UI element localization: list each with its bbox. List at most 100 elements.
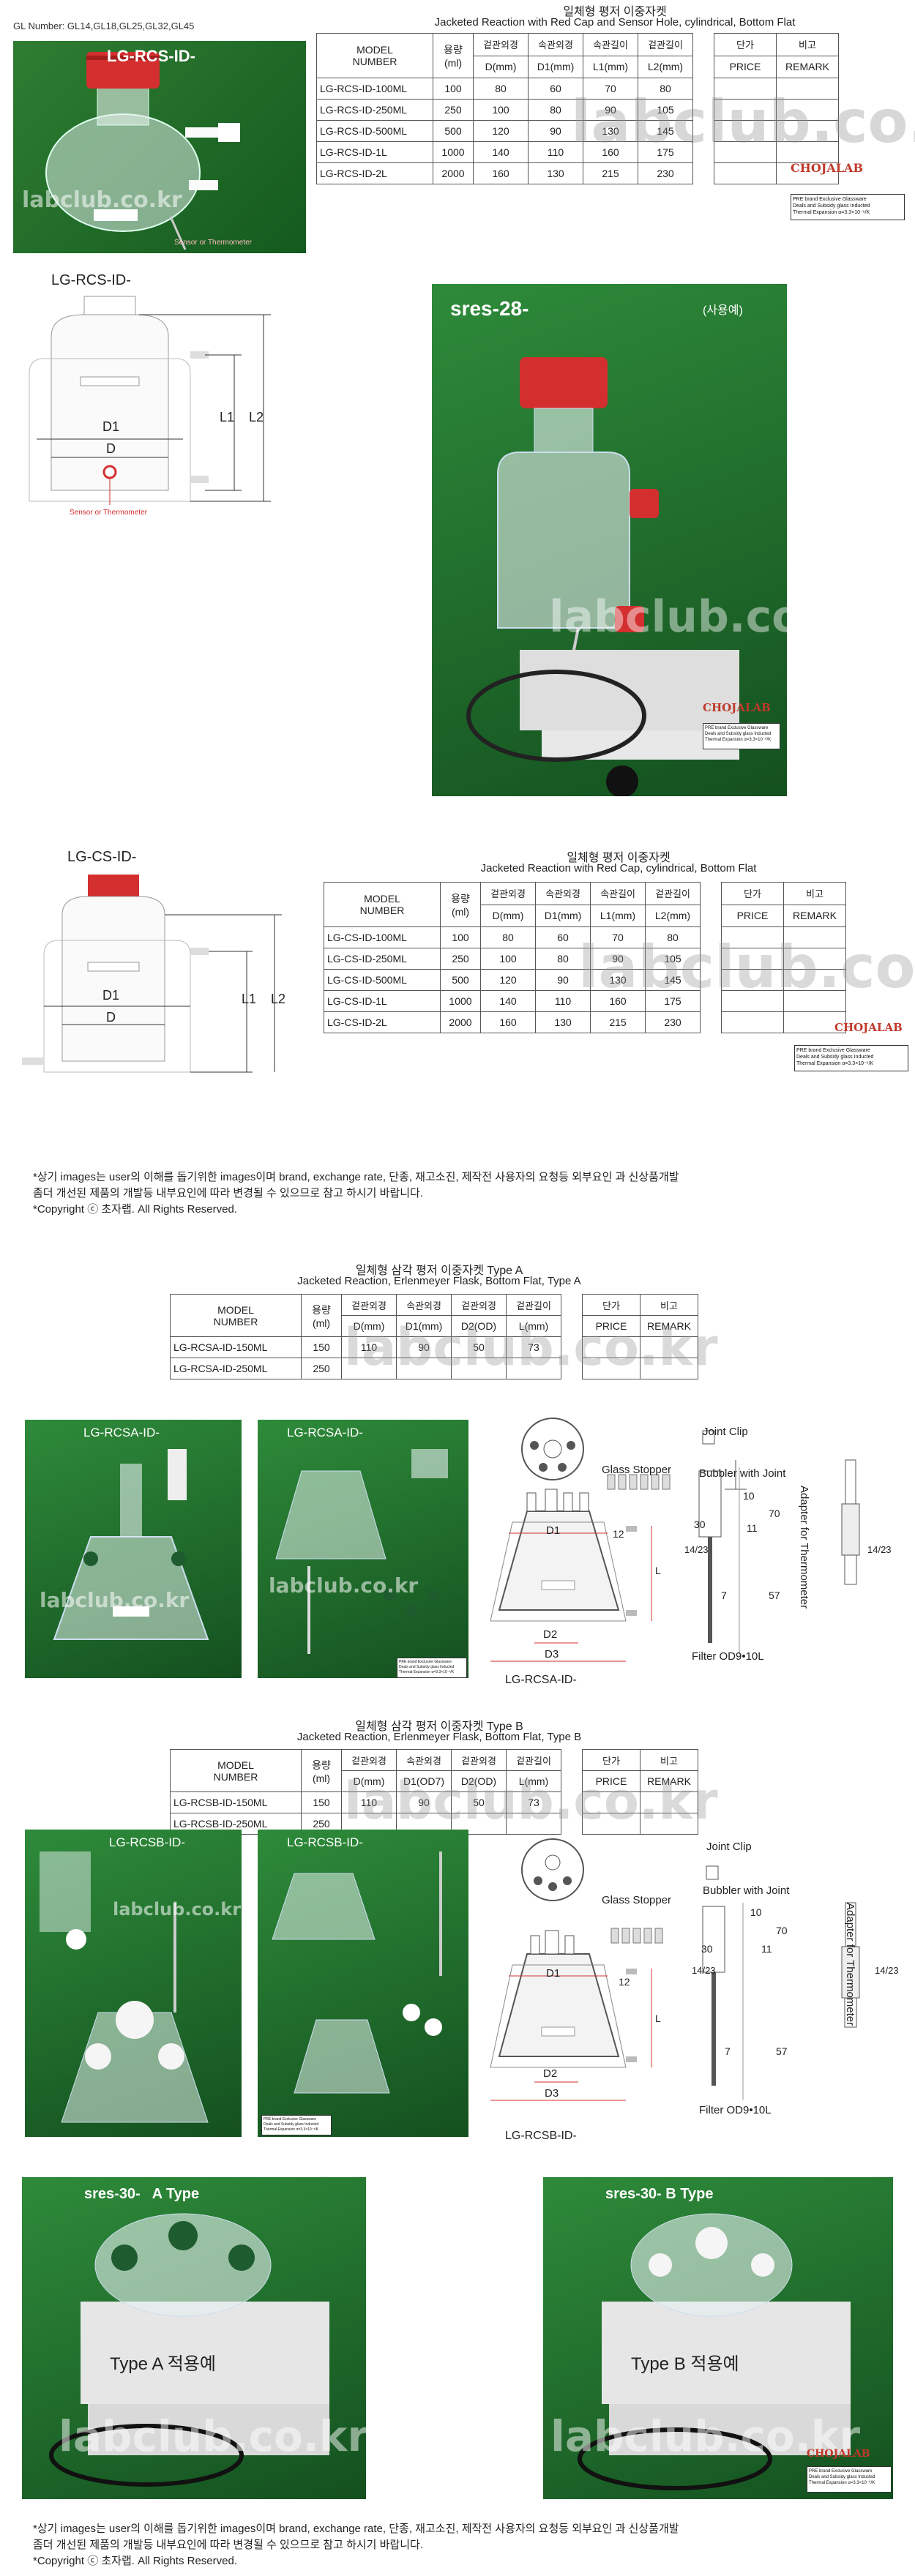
sub-header: PRICE	[582, 1770, 640, 1792]
col-header: 겉관외경	[480, 882, 536, 905]
stirrer-illustration	[49, 2213, 329, 2487]
section4-title-en: Jacketed Reaction, Erlenmeyer Flask, Bot…	[296, 1731, 582, 1743]
watermark: labclub.co.kr	[269, 1573, 419, 1598]
dim-label: 70	[776, 1925, 788, 1936]
section3-title-ko: 일체형 삼각 평저 이중자켓 Type A	[355, 1265, 523, 1277]
photo-label: sres-30- A Type	[84, 2186, 200, 2202]
sub-header: D2(OD)	[451, 1315, 507, 1337]
spec-table-rcsb: MODEL NUMBER 용량 (ml) 겉관외경 속관외경 겉관외경 겉관길이…	[170, 1749, 698, 1835]
bubbler-label: Bubbler with Joint	[699, 1467, 786, 1480]
dim-label: 14/23	[692, 1965, 716, 1976]
col-header-volume: 용량 (ml)	[433, 33, 474, 78]
section3-title-en: Jacketed Reaction, Erlenmeyer Flask, Bot…	[297, 1275, 581, 1287]
sticker: PRE brand Exclusive Glassware Deals and …	[703, 723, 780, 749]
photo-label: LG-RCSA-ID-	[287, 1426, 363, 1439]
sub-header: L1(mm)	[590, 904, 646, 927]
diagram-label: LG-RCS-ID-	[51, 272, 131, 288]
spec-table-cs: MODEL NUMBER 용량 (ml) 겉관외경 속관외경 속관길이 겉관길이…	[324, 882, 846, 1033]
dim-label: D3	[545, 2087, 559, 2100]
dim-label: L	[655, 2012, 661, 2024]
col-header: 겉관외경	[473, 33, 529, 56]
dim-label: 57	[776, 2045, 788, 2057]
section1-title-ko: 일체형 평저 이중자켓	[563, 6, 667, 18]
sticker: PRE brand Exclusive Glassware Deals and …	[794, 1045, 908, 1071]
sticker: PRE brand Exclusive Glassware Deals and …	[791, 194, 905, 220]
product-photo-rcsb-2: LG-RCSB-ID- PRE brand Exclusive Glasswar…	[258, 1830, 468, 2137]
col-header: 비고	[640, 1294, 698, 1316]
sub-header: PRICE	[721, 904, 784, 927]
sub-header: PRICE	[582, 1315, 640, 1337]
jacketed-flask-diagram	[29, 296, 271, 505]
watermark: labclub.co.kr	[40, 1588, 190, 1612]
col-header-model: MODEL NUMBER	[316, 33, 433, 78]
col-header-volume: 용량 (ml)	[301, 1294, 342, 1337]
sensor-caption: Sensor or Thermometer	[70, 509, 147, 517]
notice-line: 좀더 개선된 제품의 개발등 내부요인에 따라 변경될 수 있으므로 참고 하시…	[33, 1187, 424, 1199]
col-header-model: MODEL NUMBER	[170, 1749, 302, 1792]
dim-label: L	[655, 1565, 661, 1576]
photo-label: sres-30- B Type	[605, 2186, 714, 2202]
adapter-label: Adapter for Thermometer	[844, 1903, 856, 2026]
dim-label: 70	[769, 1508, 780, 1519]
col-header: 겉관길이	[506, 1749, 561, 1771]
notice-line: *상기 images는 user의 이해를 돕기위한 images이며 bran…	[33, 1171, 679, 1183]
product-photo-rcs: LG-RCS-ID- labclub.co.kr Sensor or Therm…	[13, 41, 306, 253]
photo-caption: Type B 적용예	[631, 2354, 739, 2374]
col-header: 겉관외경	[451, 1294, 507, 1316]
brand-logo: CHOJALAB	[807, 2448, 870, 2460]
sub-header: L1(mm)	[583, 55, 638, 78]
product-photo-rcsb-1: LG-RCSB-ID- labclub.co.kr	[25, 1830, 242, 2137]
photo-label: LG-RCS-ID-	[107, 47, 195, 65]
diagram-label: LG-CS-ID-	[67, 849, 137, 865]
col-header: 속관외경	[535, 882, 591, 905]
col-header: 겉관길이	[645, 882, 701, 905]
photo-label: LG-RCSB-ID-	[109, 1835, 185, 1849]
diagram-label: LG-RCSB-ID-	[505, 2130, 577, 2142]
dim-label: 10	[743, 1490, 755, 1502]
col-header-model: MODEL NUMBER	[324, 882, 441, 927]
col-header: 속관외경	[528, 33, 583, 56]
dim-label: 12	[619, 1976, 630, 1988]
dim-label: 11	[761, 1943, 772, 1955]
col-header: 비고	[776, 33, 839, 56]
col-header: 겉관길이	[638, 33, 693, 56]
sub-header: REMARK	[776, 55, 839, 78]
flask-illustration	[45, 52, 240, 250]
stirrer-illustration	[578, 2213, 851, 2490]
dim-d1: D1	[102, 419, 120, 434]
sub-header: L2(mm)	[645, 904, 701, 927]
col-header-volume: 용량 (ml)	[301, 1749, 342, 1792]
notice-line: 좀더 개선된 제품의 개발등 내부요인에 따라 변경될 수 있으므로 참고 하시…	[33, 2539, 424, 2551]
dim-label: 57	[769, 1590, 780, 1601]
sticker: PRE brand Exclusive Glassware Deals and …	[807, 2466, 892, 2493]
flask-illustration	[40, 1852, 209, 2123]
sub-header: D1(OD7)	[396, 1770, 452, 1792]
notice-copyright: *Copyright ⓒ 초자랩. All Rights Reserved.	[33, 2555, 237, 2567]
sub-header: D2(OD)	[451, 1770, 507, 1792]
joint-clip-label: Joint Clip	[706, 1841, 752, 1853]
jacketed-flask-diagram	[22, 875, 282, 1073]
parts-illustration	[272, 1852, 442, 2094]
brand-logo: CHOJALAB	[791, 161, 863, 175]
notice-copyright: *Copyright ⓒ 초자랩. All Rights Reserved.	[33, 1203, 237, 1216]
bubbler-label: Bubbler with Joint	[703, 1884, 790, 1897]
dim-label: 14/23	[684, 1544, 709, 1555]
col-header: 단가	[714, 33, 777, 56]
col-header: 속관외경	[396, 1749, 452, 1771]
sub-header: REMARK	[640, 1315, 698, 1337]
dim-label: D2	[543, 1628, 558, 1641]
watermark: labclub.co.kr	[59, 2411, 366, 2461]
diagram-label: LG-RCSA-ID-	[505, 1674, 577, 1686]
product-photo-sres28: sres-28- (사용예) labclub.co.kr CHOJALAB PR…	[432, 284, 787, 796]
dim-label: 30	[701, 1943, 713, 1955]
spec-table-rcsa: MODEL NUMBER 용량 (ml) 겉관외경 속관외경 겉관외경 겉관길이…	[170, 1294, 698, 1379]
